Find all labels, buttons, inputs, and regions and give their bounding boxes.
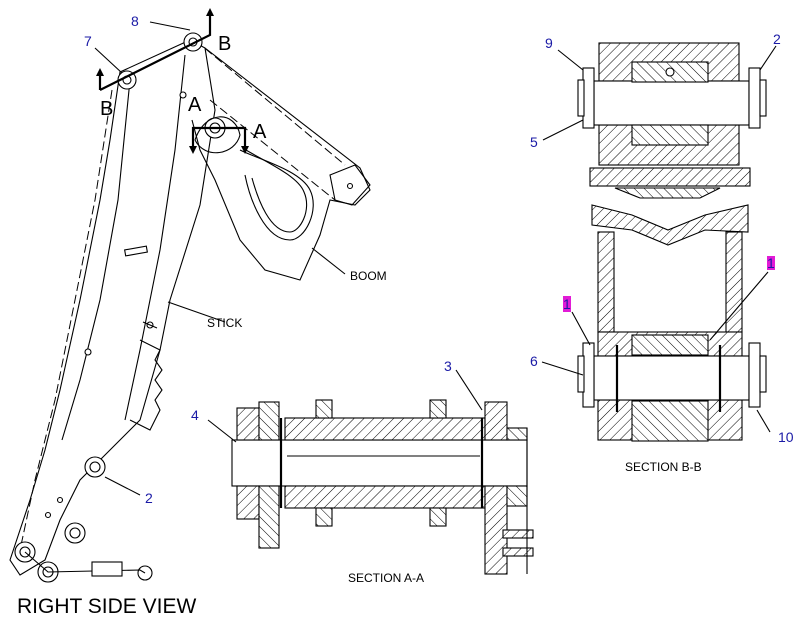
section-line-aa bbox=[191, 126, 247, 150]
boom-label: BOOM bbox=[350, 269, 387, 283]
section-bb-title: SECTION B-B bbox=[625, 460, 702, 474]
boom-outline bbox=[191, 47, 371, 281]
section-aa-view: 4 3 SECTION A-A bbox=[191, 358, 534, 585]
right-side-view-title: RIGHT SIDE VIEW bbox=[17, 595, 196, 618]
callout-3: 3 bbox=[444, 358, 452, 374]
callout-6: 6 bbox=[530, 353, 538, 369]
callout-2: 2 bbox=[145, 490, 153, 506]
callout-7: 7 bbox=[84, 33, 92, 49]
callout-8: 8 bbox=[131, 13, 139, 29]
highlight-marker-1-right bbox=[767, 256, 775, 270]
section-mark-a-left: A bbox=[188, 94, 202, 116]
callout-5: 5 bbox=[530, 134, 538, 150]
callout-4: 4 bbox=[191, 407, 199, 423]
section-mark-b-top: B bbox=[218, 33, 231, 55]
pin-top-shaft bbox=[593, 80, 750, 126]
right-side-view: 7 8 2 B B A A STICK BOOM RIGHT SIDE VIEW bbox=[9, 8, 387, 618]
callout-1-right: 1 bbox=[767, 255, 775, 271]
boom-hidden-line bbox=[194, 39, 346, 201]
section-aa-title: SECTION A-A bbox=[348, 571, 424, 585]
section-bb-view: 9 2 5 6 10 1 1 SECTION B-B bbox=[530, 31, 794, 474]
callout-10: 10 bbox=[778, 429, 794, 445]
callout-2-bb: 2 bbox=[773, 31, 781, 47]
callout-1-left: 1 bbox=[563, 296, 571, 312]
callout-9: 9 bbox=[545, 35, 553, 51]
stick-label: STICK bbox=[207, 316, 242, 330]
stick-outline bbox=[9, 39, 216, 576]
section-mark-a-right: A bbox=[253, 121, 267, 143]
highlight-marker-1-left bbox=[563, 296, 571, 312]
section-mark-b-left: B bbox=[100, 98, 113, 120]
stick-hidden-line bbox=[19, 89, 113, 551]
